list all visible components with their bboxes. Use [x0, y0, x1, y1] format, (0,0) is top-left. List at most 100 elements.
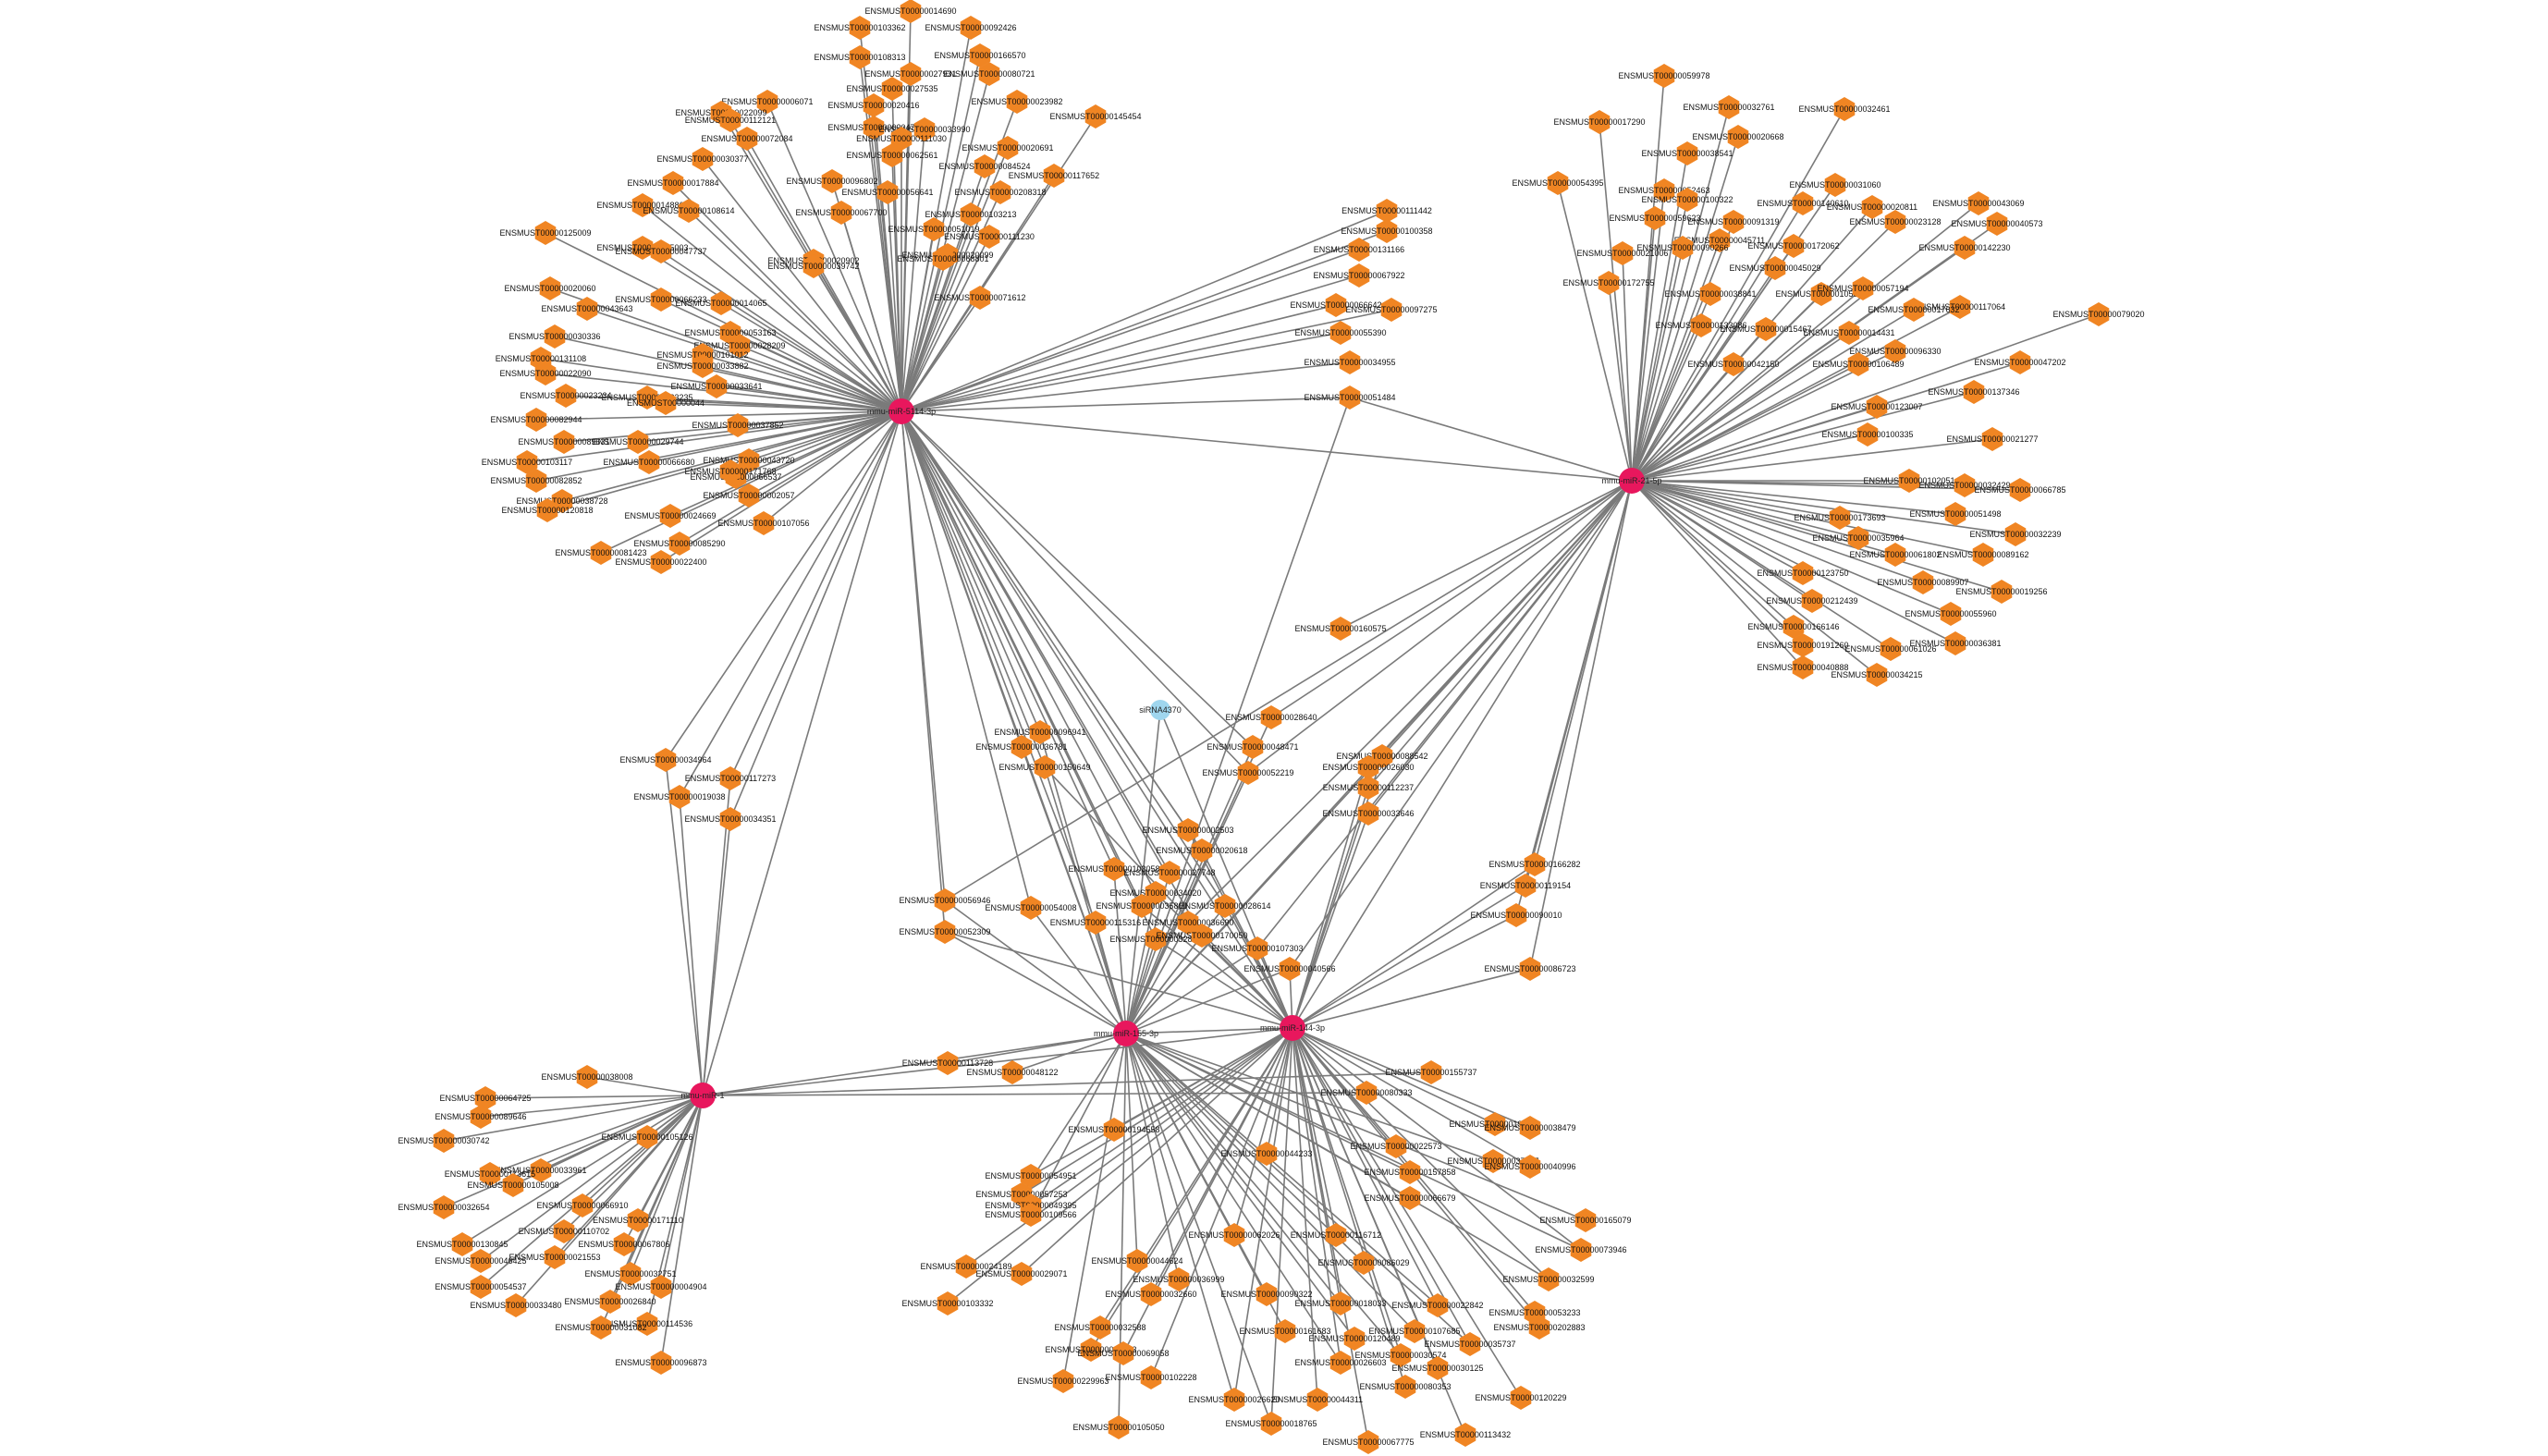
- transcript-hexagon[interactable]: [534, 361, 557, 385]
- transcript-hexagon[interactable]: [1944, 502, 1966, 526]
- transcript-hexagon[interactable]: [636, 1312, 658, 1336]
- transcript-node[interactable]: ENSMUST00000155737: [1385, 1060, 1477, 1084]
- transcript-node[interactable]: ENSMUST00000061026: [1844, 637, 1937, 661]
- transcript-hexagon[interactable]: [1510, 1386, 1532, 1410]
- transcript-node[interactable]: ENSMUST00000023128: [1849, 210, 1942, 234]
- transcript-node[interactable]: ENSMUST00000113615: [445, 1162, 535, 1186]
- transcript-hexagon[interactable]: [627, 1208, 649, 1232]
- transcript-node[interactable]: ENSMUST00000004904: [615, 1275, 707, 1299]
- transcript-hexagon[interactable]: [650, 1351, 672, 1375]
- transcript-node[interactable]: ENSMUST00000032761: [1683, 95, 1775, 119]
- transcript-node[interactable]: ENSMUST00000061802: [1849, 543, 1942, 567]
- transcript-hexagon[interactable]: [692, 147, 714, 171]
- transcript-hexagon[interactable]: [1329, 617, 1352, 641]
- transcript-node[interactable]: ENSMUST00000166282: [1488, 852, 1581, 876]
- transcript-hexagon[interactable]: [1722, 352, 1745, 376]
- transcript-node[interactable]: ENSMUST00000059978: [1618, 64, 1710, 88]
- transcript-node[interactable]: ENSMUST00000044624: [1091, 1249, 1183, 1273]
- transcript-node[interactable]: ENSMUST00000044233: [1220, 1142, 1313, 1166]
- transcript-hexagon[interactable]: [479, 1162, 501, 1186]
- transcript-node[interactable]: ENSMUST00000022573: [1350, 1134, 1442, 1158]
- transcript-node[interactable]: ENSMUST00000036999: [1133, 1267, 1225, 1291]
- transcript-hexagon[interactable]: [655, 748, 677, 772]
- transcript-hexagon[interactable]: [1676, 141, 1698, 165]
- transcript-hexagon[interactable]: [881, 143, 903, 167]
- transcript-node[interactable]: ENSMUST00000112121: [685, 108, 776, 132]
- transcript-hexagon[interactable]: [1357, 755, 1379, 779]
- transcript-node[interactable]: ENSMUST00000038479: [1484, 1116, 1576, 1140]
- transcript-node[interactable]: ENSMUST00000026603: [1294, 1351, 1387, 1375]
- transcript-node[interactable]: ENSMUST00000030125: [1391, 1356, 1484, 1380]
- transcript-hexagon[interactable]: [1011, 735, 1033, 759]
- transcript-hexagon[interactable]: [1256, 1142, 1278, 1166]
- transcript-node[interactable]: ENSMUST00000032599: [1502, 1267, 1595, 1291]
- transcript-hexagon[interactable]: [502, 1173, 524, 1197]
- transcript-node[interactable]: ENSMUST00000025003: [596, 236, 689, 260]
- transcript-node[interactable]: ENSMUST00000019038: [633, 785, 726, 809]
- transcript-hexagon[interactable]: [969, 286, 991, 310]
- transcript-hexagon[interactable]: [692, 354, 714, 378]
- transcript-hexagon[interactable]: [1168, 1267, 1190, 1291]
- transcript-hexagon[interactable]: [1782, 615, 1805, 639]
- transcript-node[interactable]: ENSMUST00000116712: [1291, 1223, 1381, 1247]
- transcript-node[interactable]: ENSMUST00000103332: [901, 1291, 994, 1315]
- transcript-hexagon[interactable]: [1459, 1332, 1481, 1356]
- transcript-node[interactable]: ENSMUST00000028640: [1225, 705, 1317, 729]
- transcript-node[interactable]: ENSMUST00000172755: [1562, 271, 1655, 295]
- transcript-hexagon[interactable]: [1852, 276, 1874, 300]
- transcript-hexagon[interactable]: [1279, 957, 1301, 981]
- transcript-node[interactable]: ENSMUST00000194558: [1068, 1118, 1160, 1142]
- transcript-hexagon[interactable]: [863, 93, 885, 117]
- mirna-circle[interactable]: [888, 398, 914, 424]
- transcript-node[interactable]: ENSMUST00000036381: [1909, 631, 2002, 655]
- transcript-hexagon[interactable]: [934, 920, 956, 944]
- transcript-hexagon[interactable]: [1528, 1315, 1550, 1340]
- transcript-hexagon[interactable]: [1325, 1223, 1347, 1247]
- transcript-node[interactable]: ENSMUST00000086723: [1484, 957, 1576, 981]
- transcript-hexagon[interactable]: [1718, 95, 1740, 119]
- transcript-node[interactable]: ENSMUST00000036781: [975, 735, 1068, 759]
- transcript-hexagon[interactable]: [1764, 256, 1786, 280]
- transcript-hexagon[interactable]: [1399, 1186, 1421, 1210]
- transcript-hexagon[interactable]: [1380, 298, 1403, 322]
- transcript-hexagon[interactable]: [1242, 735, 1264, 759]
- transcript-hexagon[interactable]: [1519, 1116, 1541, 1140]
- transcript-node[interactable]: ENSMUST00000027748: [1123, 861, 1216, 885]
- mirna-node[interactable]: mmu-miR-21-5p: [1601, 468, 1662, 494]
- transcript-hexagon[interactable]: [729, 334, 751, 358]
- transcript-hexagon[interactable]: [932, 247, 954, 271]
- transcript-hexagon[interactable]: [1140, 1282, 1162, 1306]
- transcript-node[interactable]: ENSMUST00000066910: [536, 1193, 629, 1217]
- transcript-hexagon[interactable]: [590, 541, 612, 565]
- transcript-node[interactable]: ENSMUST00000033646: [1322, 801, 1415, 826]
- transcript-node[interactable]: ENSMUST00000066233: [615, 288, 707, 312]
- transcript-hexagon[interactable]: [881, 77, 903, 101]
- transcript-node[interactable]: ENSMUST00000089907: [1877, 570, 1969, 594]
- transcript-node[interactable]: ENSMUST00000107685: [1368, 1319, 1461, 1343]
- transcript-node[interactable]: ENSMUST00000202883: [1493, 1315, 1586, 1340]
- transcript-node[interactable]: ENSMUST00000105126: [601, 1125, 693, 1149]
- transcript-hexagon[interactable]: [974, 154, 996, 178]
- transcript-hexagon[interactable]: [1001, 1060, 1023, 1084]
- transcript-hexagon[interactable]: [900, 62, 922, 86]
- transcript-node[interactable]: ENSMUST00000033882: [656, 354, 749, 378]
- transcript-node[interactable]: ENSMUST00000024669: [624, 504, 717, 528]
- transcript-hexagon[interactable]: [997, 136, 1019, 160]
- transcript-node[interactable]: ENSMUST00000165079: [1539, 1208, 1632, 1232]
- transcript-hexagon[interactable]: [470, 1105, 492, 1129]
- transcript-hexagon[interactable]: [1011, 1262, 1033, 1286]
- transcript-node[interactable]: ENSMUST00000056946: [899, 888, 991, 912]
- transcript-node[interactable]: ENSMUST00000040888: [1757, 655, 1849, 679]
- transcript-hexagon[interactable]: [1782, 234, 1805, 258]
- transcript-hexagon[interactable]: [1537, 1267, 1560, 1291]
- transcript-node[interactable]: ENSMUST00000052219: [1202, 761, 1294, 785]
- transcript-node[interactable]: ENSMUST00000059623: [1609, 206, 1701, 230]
- transcript-hexagon[interactable]: [913, 117, 936, 141]
- transcript-node[interactable]: ENSMUST00000020811: [1827, 195, 1917, 219]
- transcript-node[interactable]: ENSMUST00000103117: [482, 450, 572, 474]
- transcript-hexagon[interactable]: [1709, 228, 1731, 252]
- transcript-hexagon[interactable]: [1427, 1356, 1449, 1380]
- transcript-hexagon[interactable]: [849, 45, 871, 69]
- transcript-hexagon[interactable]: [668, 532, 691, 556]
- transcript-node[interactable]: ENSMUST00000090010: [1470, 903, 1562, 927]
